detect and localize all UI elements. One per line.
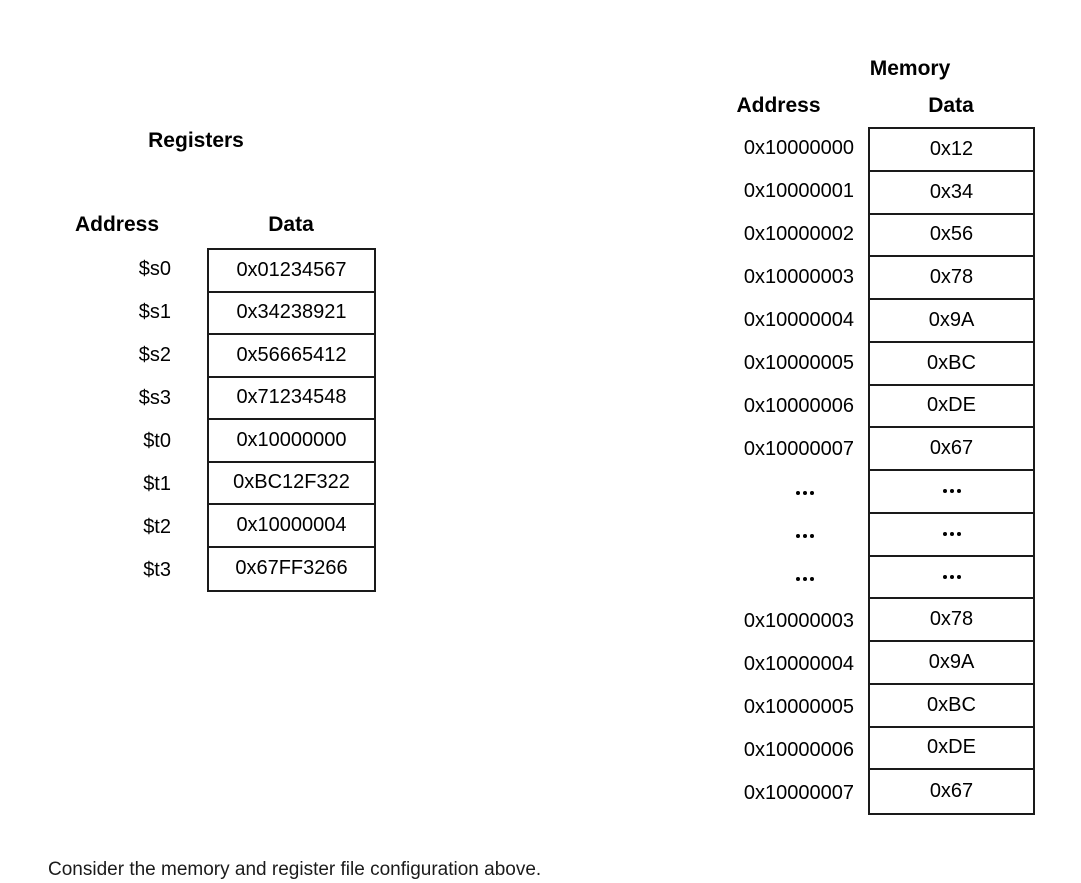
data-cell xyxy=(870,471,1033,514)
address-cell: $s2 xyxy=(138,344,171,366)
data-cell: 0xDE xyxy=(870,727,1033,771)
data-cell: 0x9A xyxy=(870,300,1033,343)
data-cell: 0xDE xyxy=(870,385,1033,429)
address-cell: $s1 xyxy=(138,301,171,323)
address-cell: 0x10000003 xyxy=(743,610,854,632)
registers-address-column: $s0 $s1 $s2 $s3 $t0 $t1 $t2 $t3 xyxy=(47,248,193,592)
data-cell xyxy=(870,556,1033,600)
data-cell xyxy=(870,513,1033,557)
data-cell: 0x78 xyxy=(870,257,1033,300)
data-cell: 0x01234567 xyxy=(209,250,374,293)
address-cell: 0x10000002 xyxy=(743,223,854,245)
address-cell xyxy=(690,557,854,600)
ellipsis-icon xyxy=(942,489,961,494)
ellipsis-icon xyxy=(796,533,814,538)
address-cell: $t2 xyxy=(143,516,171,538)
memory-address-column: 0x10000000 0x10000001 0x10000002 0x10000003… xyxy=(690,127,854,815)
address-cell: $t0 xyxy=(143,430,171,452)
address-cell: 0x10000003 xyxy=(743,266,854,288)
data-cell: 0x78 xyxy=(870,599,1033,642)
registers-address-header: Address xyxy=(74,213,160,236)
data-cell: 0x10000000 xyxy=(209,420,374,463)
address-cell: $t1 xyxy=(143,473,171,495)
data-cell: 0x67 xyxy=(870,428,1033,471)
data-cell: 0x56665412 xyxy=(209,335,374,378)
ellipsis-icon xyxy=(796,576,814,581)
address-cell: 0x10000007 xyxy=(743,438,854,460)
data-cell: 0x12 xyxy=(870,129,1033,172)
address-cell: 0x10000006 xyxy=(743,739,854,761)
ellipsis-icon xyxy=(796,490,814,495)
data-cell: 0x67 xyxy=(870,770,1033,813)
address-cell: 0x10000000 xyxy=(743,137,854,159)
address-cell: 0x10000004 xyxy=(743,309,854,331)
registers-title: Registers xyxy=(148,129,244,152)
memory-data-header: Data xyxy=(928,94,974,117)
data-cell: 0xBC xyxy=(870,684,1033,728)
data-cell: 0x10000004 xyxy=(209,505,374,548)
address-cell: $s3 xyxy=(138,387,171,409)
address-cell: 0x10000004 xyxy=(743,653,854,675)
address-cell: 0x10000006 xyxy=(743,395,854,417)
data-cell: 0xBC12F322 xyxy=(209,462,374,505)
address-cell: 0x10000001 xyxy=(743,180,854,202)
memory-title: Memory xyxy=(869,57,951,80)
address-cell: $t3 xyxy=(143,559,171,581)
data-cell: 0x34238921 xyxy=(209,292,374,335)
address-cell xyxy=(690,514,854,557)
address-cell: 0x10000005 xyxy=(743,696,854,718)
data-cell: 0x34 xyxy=(870,171,1033,215)
address-cell: 0x10000007 xyxy=(743,782,854,804)
data-cell: 0x71234548 xyxy=(209,377,374,420)
ellipsis-icon xyxy=(942,574,961,579)
memory-address-header: Address xyxy=(736,94,821,117)
data-cell: 0x56 xyxy=(870,214,1033,258)
caption-text: Consider the memory and register file co… xyxy=(48,859,542,880)
address-cell: $s0 xyxy=(138,258,171,280)
data-cell: 0x67FF3266 xyxy=(209,547,374,590)
ellipsis-icon xyxy=(942,532,961,537)
address-cell xyxy=(690,471,854,514)
address-cell: 0x10000005 xyxy=(743,352,854,374)
data-cell: 0xBC xyxy=(870,342,1033,386)
data-cell: 0x9A xyxy=(870,642,1033,685)
registers-data-header: Data xyxy=(268,213,314,236)
